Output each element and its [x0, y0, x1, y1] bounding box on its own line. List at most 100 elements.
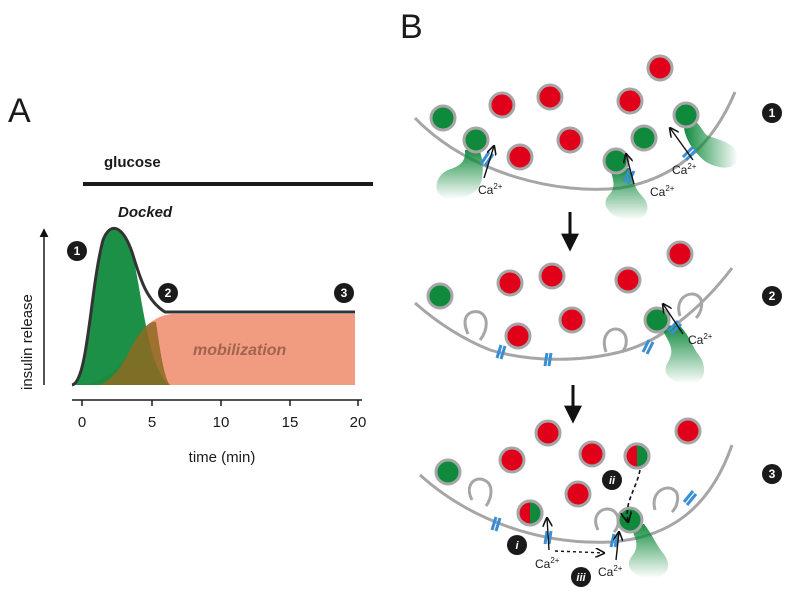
- reserve-granule: [616, 87, 644, 115]
- fusion-pit: [603, 327, 628, 354]
- reserve-granule: [646, 54, 674, 82]
- panel-a-label: A: [8, 92, 31, 130]
- svg-text:3: 3: [341, 286, 348, 300]
- reserve-granule: [534, 419, 562, 447]
- svg-text:1: 1: [769, 106, 776, 120]
- svg-text:2: 2: [165, 286, 172, 300]
- docked-label: Docked: [118, 204, 173, 221]
- membrane: [414, 267, 734, 361]
- calcium-label: Ca2+: [478, 182, 503, 197]
- calcium-label: Ca2+: [672, 162, 697, 177]
- panel-b-label: B: [400, 8, 423, 46]
- calcium-channel: [543, 530, 553, 545]
- svg-text:iii: iii: [576, 572, 586, 584]
- reserve-granule: [496, 269, 524, 297]
- pathway-marker-i: i: [507, 535, 527, 555]
- x-tick-5: 5: [148, 414, 156, 431]
- pathway-marker-ii: ii: [602, 470, 622, 490]
- fusion-pit: [652, 486, 680, 514]
- calcium-influx-arrow: [483, 146, 494, 179]
- mixed-granule: [516, 499, 544, 527]
- calcium-influx-arrow: [670, 128, 694, 161]
- docked-granule: [643, 306, 671, 334]
- docked-granule: [429, 104, 457, 132]
- pathway-marker-iii: iii: [571, 567, 591, 587]
- docked-granule: [434, 458, 462, 486]
- fusion-plume: [436, 148, 483, 200]
- reserve-granule: [564, 480, 592, 508]
- mobilization-path-ii: [627, 469, 641, 522]
- svg-text:ii: ii: [609, 475, 616, 487]
- calcium-channel: [495, 344, 507, 360]
- calcium-influx-arrow: [663, 304, 684, 335]
- calcium-label: Ca2+: [650, 184, 675, 199]
- docked-granule: [462, 126, 490, 154]
- reserve-granule: [614, 266, 642, 294]
- fusion-plume: [628, 522, 668, 578]
- step-marker-b3: 3: [762, 464, 782, 484]
- reserve-granule: [578, 440, 606, 468]
- fusion-pit: [463, 310, 488, 341]
- docked-granule: [672, 101, 700, 129]
- docked-granule: [630, 124, 658, 152]
- calcium-label: Ca2+: [688, 332, 713, 347]
- calcium-channel: [490, 516, 502, 532]
- reserve-granule: [504, 322, 532, 350]
- step-marker-a2: 2: [158, 283, 178, 303]
- step-marker-b1: 1: [762, 103, 782, 123]
- reserve-granule: [538, 262, 566, 290]
- stage-3-cell: Ca2+ Ca2+ i ii iii: [418, 417, 734, 587]
- reserve-granule: [558, 306, 586, 334]
- x-tick-0: 0: [78, 414, 86, 431]
- calcium-influx-arrow: [547, 518, 549, 551]
- docked-granule: [426, 282, 454, 310]
- fusion-pit: [677, 292, 704, 320]
- fusion-plume: [660, 325, 705, 384]
- x-tick-10: 10: [213, 414, 230, 431]
- fusion-plume: [684, 118, 739, 168]
- svg-text:3: 3: [769, 467, 776, 481]
- fusing-granule: [616, 506, 644, 534]
- svg-text:1: 1: [74, 244, 81, 258]
- calcium-influx-arrow: [626, 154, 635, 185]
- calcium-channel: [641, 339, 655, 355]
- lateral-path-iii: [554, 551, 604, 553]
- fusion-pit: [467, 477, 493, 507]
- stage-1-cell: Ca2+ Ca2+ Ca2+: [413, 54, 739, 220]
- calcium-channel: [682, 490, 698, 506]
- reserve-granule: [536, 83, 564, 111]
- calcium-influx-arrow: [616, 532, 619, 561]
- step-marker-a3: 3: [334, 283, 354, 303]
- fusion-plume: [605, 168, 648, 220]
- x-tick-20: 20: [350, 414, 367, 431]
- stage-2-cell: Ca2+: [414, 240, 734, 384]
- mobilization-label: mobilization: [193, 342, 287, 359]
- svg-text:2: 2: [769, 289, 776, 303]
- fusion-pit: [594, 507, 620, 534]
- calcium-channel: [622, 168, 636, 185]
- reserve-granule: [498, 446, 526, 474]
- reserve-granule: [556, 126, 584, 154]
- x-axis-ticks: [81, 400, 359, 406]
- calcium-channel: [543, 352, 553, 367]
- reserve-granule: [666, 240, 694, 268]
- x-axis-label: time (min): [189, 449, 256, 466]
- reserve-granule: [674, 417, 702, 445]
- mixed-granule: [623, 442, 651, 470]
- y-axis-label: insulin release: [19, 294, 36, 390]
- calcium-channel: [666, 319, 683, 336]
- glucose-label: glucose: [104, 154, 161, 171]
- docked-granule: [602, 147, 630, 175]
- svg-text:i: i: [515, 540, 519, 552]
- step-marker-a1: 1: [67, 241, 87, 261]
- membrane: [418, 444, 734, 544]
- calcium-label: Ca2+: [535, 556, 560, 571]
- release-curve: [71, 227, 355, 387]
- step-marker-b2: 2: [762, 286, 782, 306]
- overlap-area: [100, 321, 170, 385]
- reserve-granule: [506, 143, 534, 171]
- x-tick-15: 15: [282, 414, 299, 431]
- reserve-granule: [488, 91, 516, 119]
- calcium-label: Ca2+: [598, 564, 623, 579]
